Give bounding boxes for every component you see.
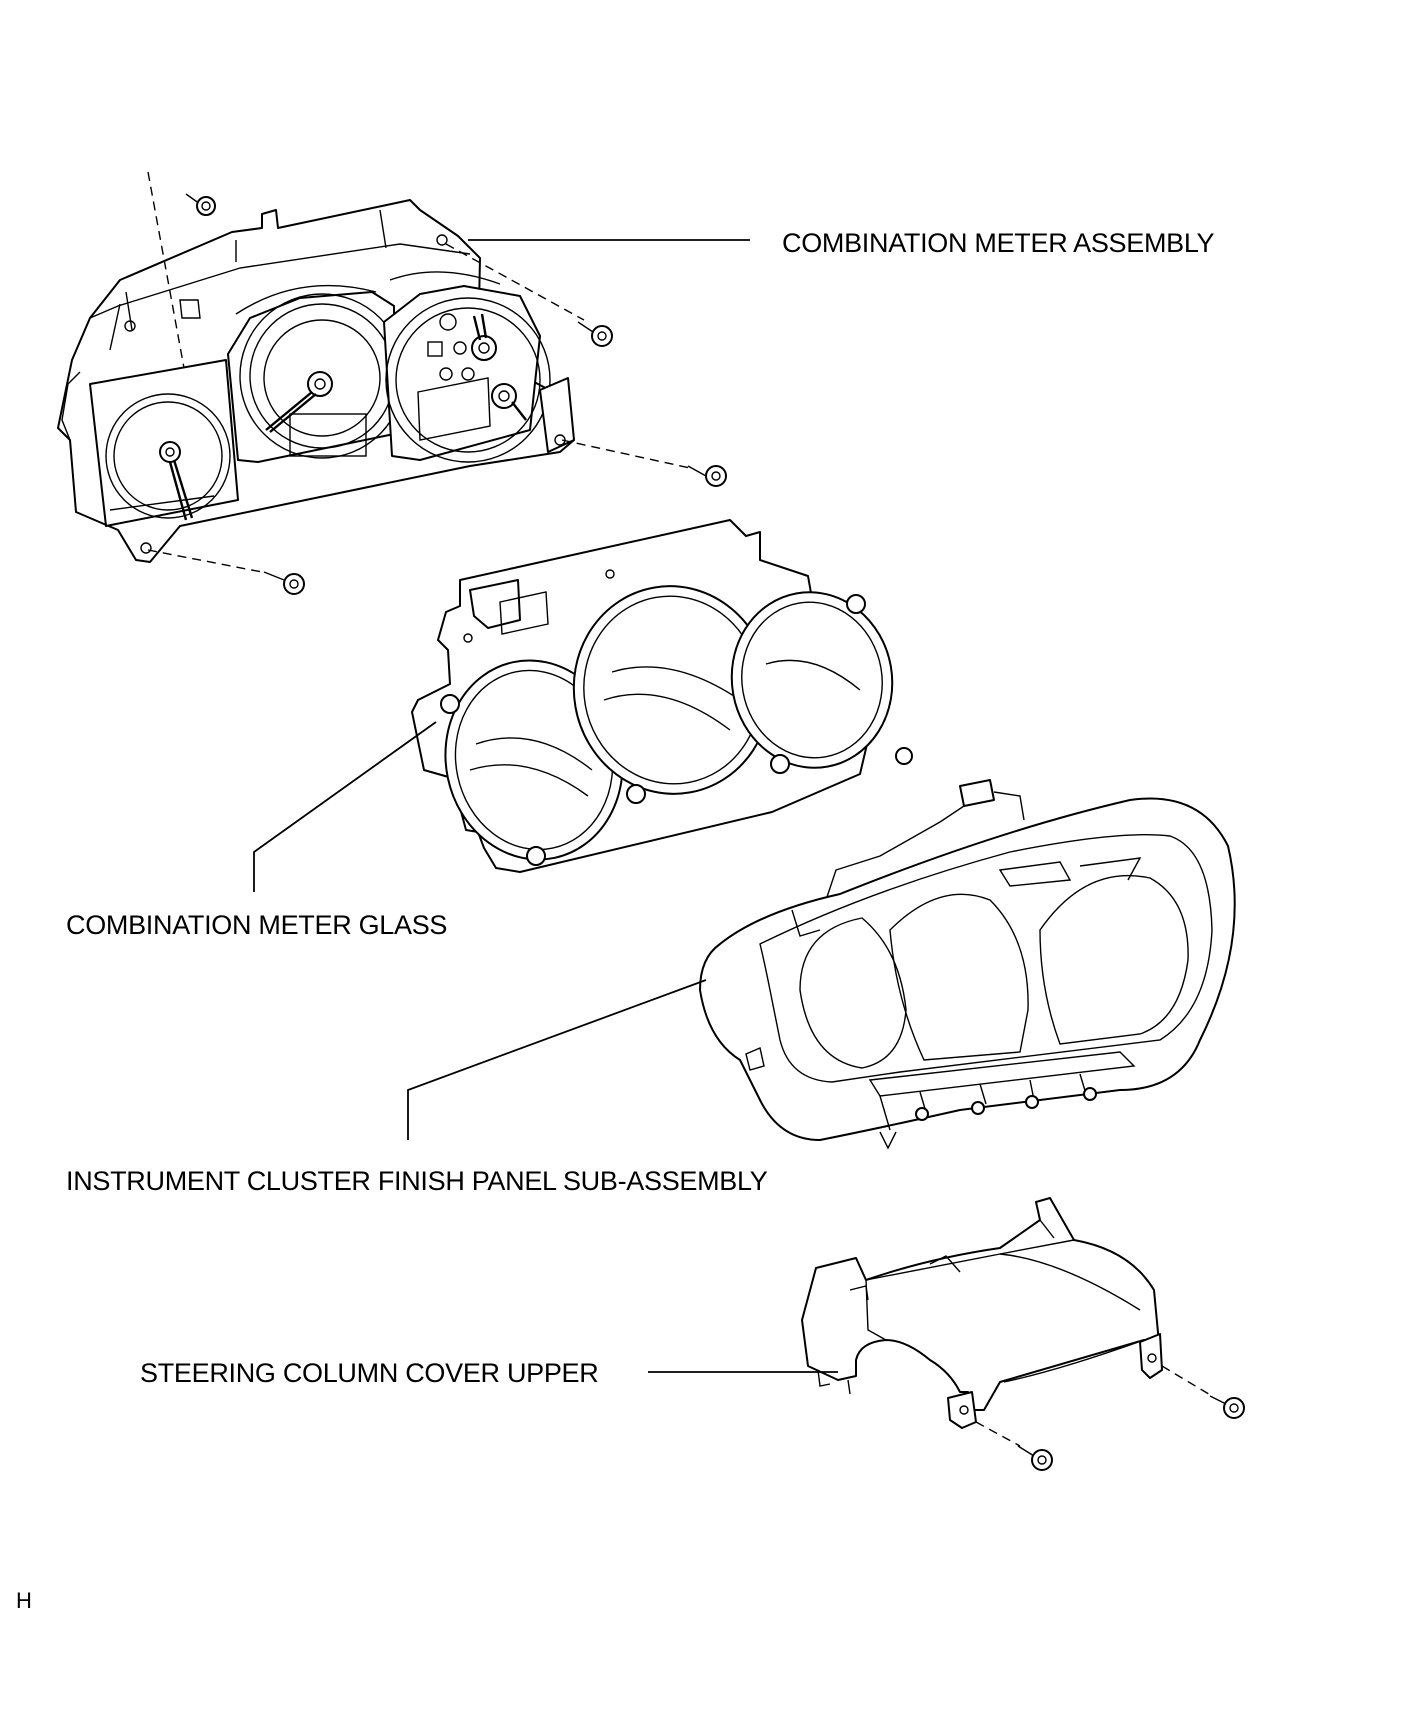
screw-icon [1209,1395,1245,1419]
screw-icon [185,193,216,216]
steering-column-cover-upper [801,1197,1163,1429]
screw-icon [263,571,305,595]
label-steering-column-cover-upper: STEERING COLUMN COVER UPPER [140,1358,599,1388]
meter-screws [147,171,727,595]
combination-meter-glass [411,519,913,873]
cover-screws [975,1365,1245,1471]
label-instrument-cluster-finish-panel: INSTRUMENT CLUSTER FINISH PANEL SUB-ASSE… [66,1166,768,1196]
screw-icon [687,465,727,487]
screw-icon [577,321,613,347]
label-combination-meter-glass: COMBINATION METER GLASS [66,910,448,940]
label-combination-meter-assembly: COMBINATION METER ASSEMBLY [782,228,1215,258]
leader-finish-panel [407,979,707,1140]
instrument-cluster-finish-panel [699,779,1236,1150]
leader-lines [253,239,838,1373]
screw-icon [1017,1445,1053,1471]
corner-code: H [16,1588,32,1613]
combination-meter-assembly [57,199,575,563]
leader-meter-glass [253,721,437,892]
